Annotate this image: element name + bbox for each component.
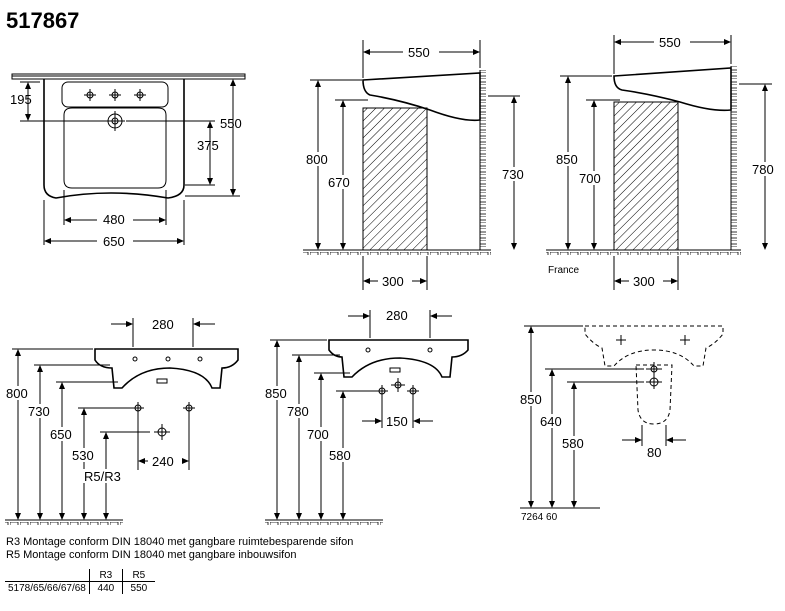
dim-240: 240 (152, 454, 174, 469)
wall (731, 66, 737, 250)
floor (5, 520, 123, 525)
drawing-code: 7264 60 (521, 512, 558, 523)
install-view-2: 280 850 780 700 580 (263, 308, 469, 525)
table-cell: 5178/65/66/67/68 (5, 581, 90, 594)
dim-150: 150 (386, 414, 408, 429)
table-cell: 440 (88, 581, 123, 594)
dim-730: 730 (502, 167, 524, 182)
side-view-1: 550 800 670 730 300 (303, 40, 528, 290)
side-view-2: 550 850 700 780 300 France (546, 35, 778, 290)
table-cell: 550 (121, 581, 155, 594)
product-number: 517867 (6, 8, 79, 33)
floor (303, 250, 491, 255)
note-r5: R5 Montage conform DIN 18040 met gangbar… (6, 549, 297, 561)
floor (546, 250, 741, 255)
dim-550: 550 (659, 35, 681, 50)
dim-850: 850 (520, 392, 542, 407)
basin-front (94, 348, 239, 389)
dim-850: 850 (265, 386, 287, 401)
floor (265, 520, 383, 525)
dim-650: 650 (50, 427, 72, 442)
dim-530: 530 (72, 448, 94, 463)
dim-700: 700 (307, 427, 329, 442)
dim-300: 300 (633, 274, 655, 289)
bowl-outline (63, 107, 167, 189)
region-label: France (548, 265, 580, 276)
dim-780: 780 (752, 162, 774, 177)
dim-580: 580 (562, 436, 584, 451)
notes: R3 Montage conform DIN 18040 met gangbar… (6, 536, 353, 562)
dim-580: 580 (329, 448, 351, 463)
basin-profile (613, 67, 732, 112)
dim-800: 800 (306, 152, 328, 167)
table-row: 5178/65/66/67/68 440 550 (5, 581, 155, 594)
dim-650: 650 (103, 234, 125, 249)
pedestal-hatched (613, 101, 679, 251)
wall (480, 70, 486, 250)
dim-280: 280 (152, 317, 174, 332)
dim-480: 480 (103, 212, 125, 227)
note-r3: R3 Montage conform DIN 18040 met gangbar… (6, 536, 354, 548)
table-header-cell (5, 569, 89, 582)
pedestal-hatched (362, 107, 428, 251)
tap-hole-marks (84, 89, 146, 101)
dim-640: 640 (540, 414, 562, 429)
dim-r5r3: R5/R3 (84, 469, 121, 484)
model-table: R3 R5 5178/65/66/67/68 440 550 (5, 569, 155, 594)
basin-outline (43, 79, 185, 199)
dim-280: 280 (386, 308, 408, 323)
dim-850: 850 (556, 152, 578, 167)
table-header-row: R3 R5 (5, 569, 155, 582)
install-view-3: 850 640 580 80 7264 60 (518, 325, 724, 523)
dim-550: 550 (220, 116, 242, 131)
dim-730: 730 (28, 404, 50, 419)
top-view: 195 550 375 480 650 (10, 73, 246, 249)
dim-800: 800 (6, 386, 28, 401)
dim-195: 195 (10, 92, 32, 107)
dim-550: 550 (408, 45, 430, 60)
dim-700: 700 (579, 171, 601, 186)
dim-300: 300 (382, 274, 404, 289)
table-header-cell: R5 (121, 569, 155, 582)
basin-profile (362, 72, 481, 122)
pedestal-dashed (635, 364, 673, 425)
dim-780: 780 (287, 404, 309, 419)
dim-670: 670 (328, 175, 350, 190)
basin-front (328, 339, 469, 378)
dim-375: 375 (197, 138, 219, 153)
install-view-1: 280 800 730 650 530 R5/R3 (4, 317, 239, 525)
dim-80: 80 (647, 445, 661, 460)
table-header-cell: R3 (88, 569, 123, 582)
basin-dashed (584, 325, 724, 367)
